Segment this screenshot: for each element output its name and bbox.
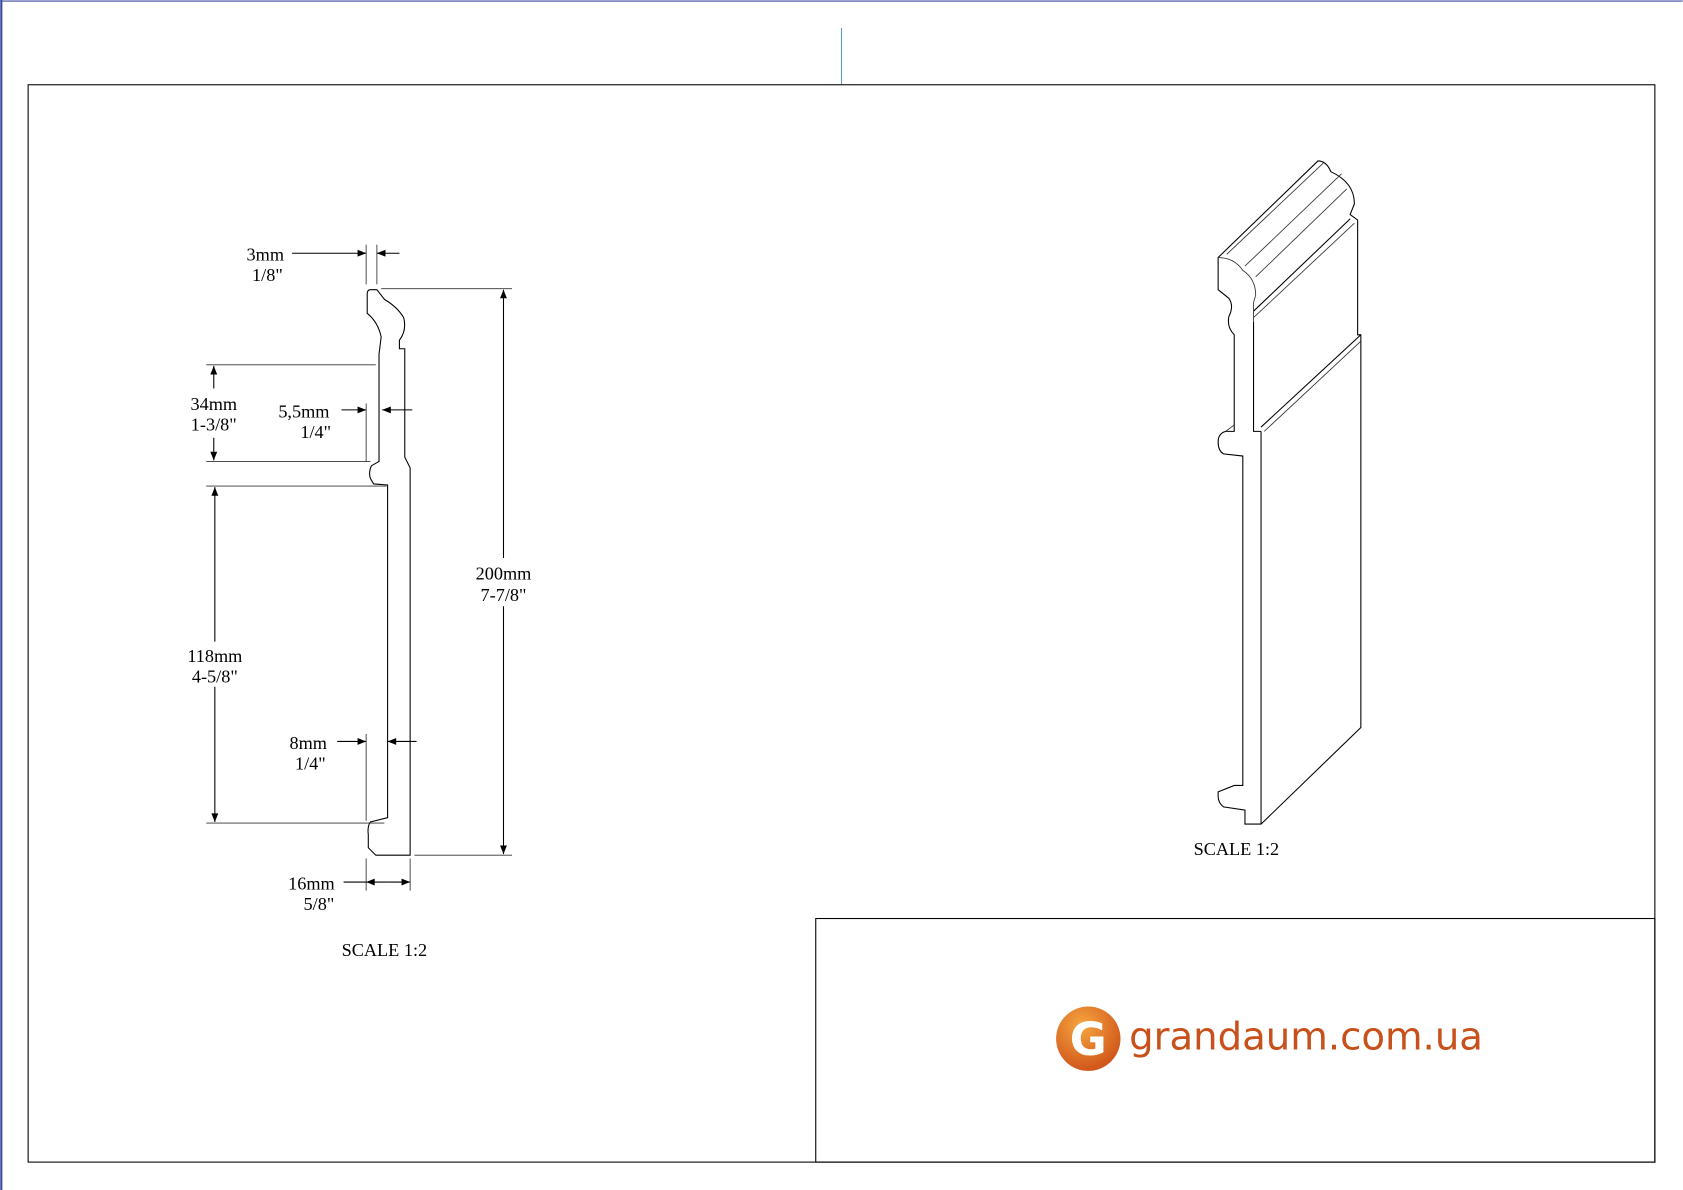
dim-5-5mm: 5,5mm <box>278 401 329 421</box>
logo-letter: G <box>1070 1013 1107 1066</box>
title-block <box>815 917 1656 1163</box>
dim-118mm: 118mm <box>187 646 242 666</box>
profile-scale-label: SCALE 1:2 <box>342 940 428 960</box>
dim-16mm-inch: 5/8" <box>304 894 335 914</box>
iso-scale-label: SCALE 1:2 <box>1194 839 1280 859</box>
dim-16mm: 16mm <box>288 874 335 894</box>
dim-5-5mm-inch: 1/4" <box>300 422 331 442</box>
dim-8mm: 8mm <box>289 733 326 753</box>
dim-200mm-inch: 7-7/8" <box>481 585 527 605</box>
dim-34mm: 34mm <box>190 394 237 414</box>
isometric-view: SCALE 1:2 <box>1194 160 1362 859</box>
dim-3mm: 3mm <box>247 245 284 265</box>
dim-8mm-inch: 1/4" <box>295 753 326 773</box>
logo-g-icon <box>1056 1006 1121 1071</box>
dim-34mm-inch: 1-3/8" <box>191 414 237 434</box>
dim-118mm-inch: 4-5/8" <box>192 666 238 686</box>
dim-200mm: 200mm <box>476 563 532 583</box>
dim-3mm-inch: 1/8" <box>252 265 283 285</box>
profile-section <box>366 289 411 856</box>
logo-text: grandaum.com.ua <box>1129 1014 1483 1059</box>
dimensions: 3mm 1/8" 200mm 7-7/8" 34mm 1-3/8" 5,5mm … <box>187 244 532 960</box>
brand-logo: G grandaum.com.ua <box>1056 1006 1483 1071</box>
